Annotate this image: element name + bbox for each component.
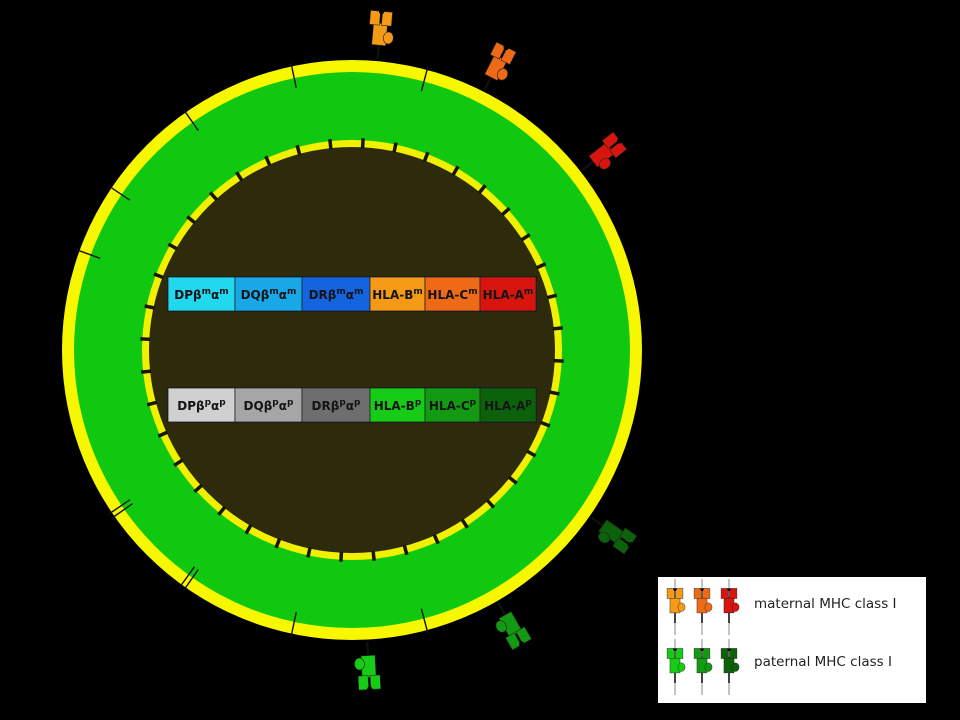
nuclear-pore (360, 138, 365, 149)
nuclear-pore (500, 206, 511, 217)
membrane-tick (290, 611, 297, 638)
legend: maternal MHC class I paternal MHC class … (658, 577, 926, 703)
gene-label: DPβpαp (177, 398, 226, 413)
mhc-molecule-paternal (590, 516, 638, 555)
membrane-tick (107, 499, 131, 515)
membrane-tick (107, 185, 131, 201)
nuclear-pore (146, 400, 158, 407)
nuclear-pore (392, 142, 398, 153)
nuclear-pore (460, 518, 469, 529)
nuclear-pore (140, 337, 151, 342)
gene-label: DRβmαm (309, 287, 364, 302)
nuclear-pore (477, 184, 487, 195)
nuclear-pore (526, 449, 537, 458)
nuclear-pore (167, 242, 178, 251)
gene-label: HLA-Bp (374, 398, 422, 413)
gene-label: HLA-Cm (427, 287, 477, 302)
mhc-molecule-maternal (581, 131, 628, 172)
membrane-tick (290, 62, 297, 89)
nuclear-pore (402, 544, 409, 556)
legend-mhc-icon (666, 648, 686, 683)
membrane-tick (75, 248, 101, 259)
nuclear-pores (140, 138, 564, 562)
nuclear-pore (432, 533, 440, 545)
gene-block (479, 276, 537, 312)
surface-mhc-molecules (354, 10, 638, 691)
nuclear-pore (520, 233, 531, 242)
gene-block (301, 276, 371, 312)
nuclear-pore (274, 537, 282, 549)
gene-label: DPβmαm (174, 287, 228, 302)
gene-block (301, 387, 371, 423)
mhc-molecule-paternal (354, 641, 382, 691)
maternal-chromosome: DPβmαm DQβmαm DRβmαm HLA-Bm HLA-Cm HLA-Am (167, 276, 537, 312)
nuclear-pore (140, 369, 152, 374)
nuclear-pore (208, 191, 219, 202)
nuclear-pore (339, 551, 344, 562)
membrane-tick (110, 503, 133, 520)
legend-mhc-icon (693, 588, 713, 623)
mhc-molecule-maternal (483, 41, 517, 91)
legend-maternal-icons (666, 579, 740, 635)
nuclear-pore (244, 524, 253, 535)
legend-maternal-label: maternal MHC class I (754, 596, 897, 612)
mhc-molecule-maternal (369, 10, 394, 60)
gene-label: HLA-Ap (484, 398, 532, 413)
gene-block (234, 387, 303, 423)
paternal-chromosome: DPβpαp DQβpαp DRβpαp HLA-Bp HLA-Cp HLA-Ap (167, 387, 537, 423)
nuclear-pore (193, 483, 204, 494)
nuclear-pore (153, 272, 165, 280)
gene-block (424, 276, 481, 312)
legend-mhc-icon (666, 588, 686, 623)
gene-label: DQβpαp (244, 398, 294, 413)
membrane-tick (420, 65, 429, 92)
nuclear-pore (553, 358, 564, 363)
nuclear-pore (264, 155, 272, 167)
membrane-ticks (75, 62, 429, 638)
gene-label: HLA-Bm (372, 287, 423, 302)
nuclear-pore (422, 151, 430, 163)
gene-label: DQβmαm (241, 287, 297, 302)
gene-block (234, 276, 303, 312)
membrane-tick (420, 608, 429, 635)
gene-block (167, 387, 236, 423)
gene-label: HLA-Cp (429, 398, 477, 413)
legend-mhc-icon (720, 648, 740, 683)
membrane-tick (178, 566, 196, 589)
nuclear-pore (235, 171, 244, 182)
gene-block (424, 387, 481, 423)
nuclear-pore (535, 262, 547, 270)
legend-paternal-label: paternal MHC class I (754, 654, 892, 670)
nuclear-pore (552, 326, 564, 331)
nuclear-pore (371, 550, 376, 562)
gene-block (479, 387, 537, 423)
legend-paternal-icons (666, 639, 740, 695)
nuclear-pore (539, 420, 551, 428)
gene-label: HLA-Am (483, 287, 534, 302)
nuclear-pore (546, 293, 558, 300)
nuclear-pore (217, 505, 227, 516)
membrane-tick (182, 569, 199, 592)
legend-mhc-icon (720, 588, 740, 623)
nuclear-pore (173, 458, 184, 467)
nuclear-pore (186, 215, 197, 225)
nuclear-pore (295, 144, 302, 156)
nuclear-pore (157, 430, 169, 438)
nuclear-pore (451, 165, 460, 176)
legend-mhc-icon (693, 648, 713, 683)
nucleus (149, 147, 555, 553)
mhc-molecule-paternal (495, 602, 532, 651)
nuclear-pore (507, 475, 518, 485)
gene-block (369, 387, 426, 423)
membrane-tick (182, 108, 199, 131)
nuclear-pore (328, 138, 333, 150)
nuclear-pore (549, 390, 560, 396)
nuclear-pore (485, 498, 496, 509)
nuclear-pore (306, 547, 312, 558)
nuclear-pore (144, 304, 155, 310)
gene-label: DRβpαp (312, 398, 362, 413)
